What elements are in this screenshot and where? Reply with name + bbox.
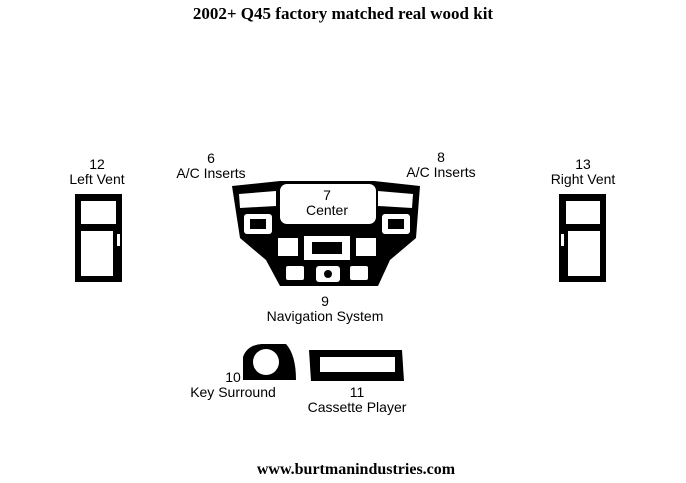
part-name: A/C Inserts	[176, 165, 246, 181]
part-number: 6	[207, 150, 215, 166]
part-label-center: 7 Center	[290, 188, 364, 218]
part-name: A/C Inserts	[406, 164, 476, 180]
key-surround-piece	[243, 344, 296, 380]
left-vent-piece	[75, 194, 122, 282]
part-label-left-vent: 12 Left Vent	[59, 157, 135, 187]
part-number: 8	[437, 149, 445, 165]
part-label-ac-inserts-right: 8 A/C Inserts	[396, 150, 486, 180]
part-label-navigation-system: 9 Navigation System	[250, 294, 400, 324]
page-title: 2002+ Q45 factory matched real wood kit	[192, 4, 494, 23]
part-name: Navigation System	[266, 308, 384, 324]
part-number: 12	[89, 156, 105, 172]
part-label-cassette-player: 11 Cassette Player	[296, 385, 418, 415]
part-label-key-surround: 10 Key Surround	[180, 370, 286, 400]
part-number: 7	[323, 187, 331, 203]
part-name: Key Surround	[190, 384, 276, 400]
part-name: Center	[305, 202, 349, 218]
part-number: 10	[225, 369, 241, 385]
part-name: Cassette Player	[307, 399, 407, 415]
cassette-player-piece	[309, 350, 404, 381]
center-console-piece	[232, 181, 420, 286]
part-label-ac-inserts-left: 6 A/C Inserts	[166, 151, 256, 181]
website-footer: www.burtmanindustries.com	[256, 461, 456, 478]
part-number: 11	[349, 384, 365, 400]
part-number: 9	[321, 293, 329, 309]
part-label-right-vent: 13 Right Vent	[540, 157, 626, 187]
part-name: Right Vent	[550, 171, 616, 187]
part-name: Left Vent	[69, 171, 125, 187]
right-vent-piece	[559, 194, 606, 282]
part-number: 13	[575, 156, 591, 172]
